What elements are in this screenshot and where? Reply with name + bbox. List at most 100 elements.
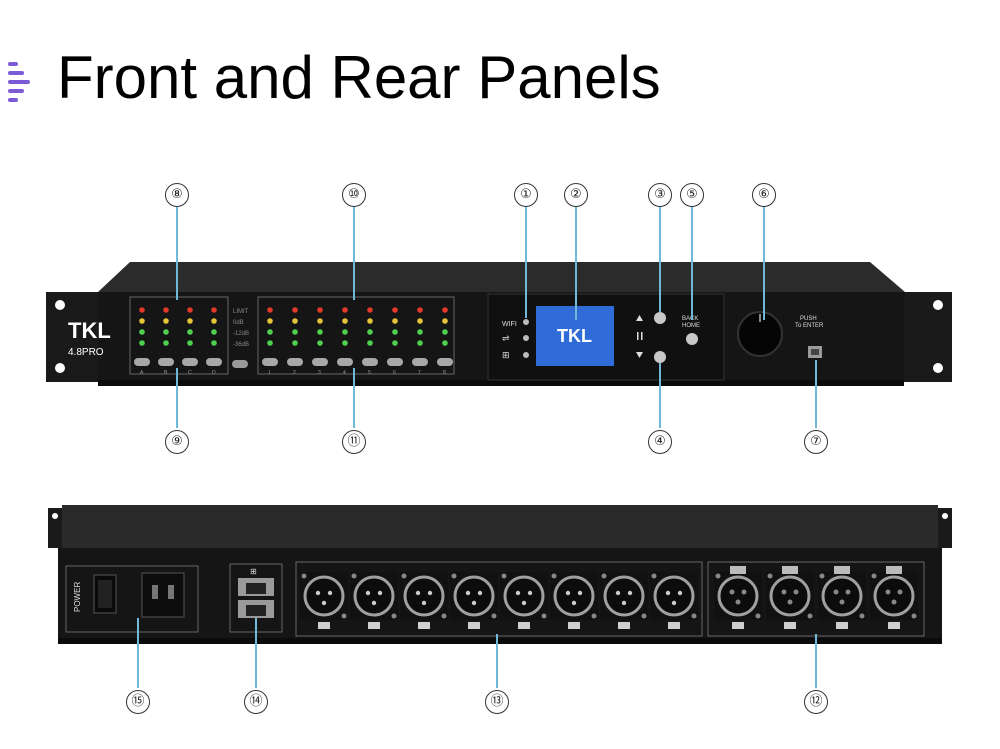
- input-xlr-connector-pin: [793, 589, 799, 595]
- output-xlr-connector-screw: [591, 613, 597, 619]
- rotary-knob[interactable]: [737, 311, 783, 357]
- wifi-led: [523, 319, 529, 325]
- output-xlr-connector-pin: [571, 600, 577, 606]
- output-mute-button[interactable]: [412, 358, 428, 366]
- output-xlr-connector-label-tag: [518, 622, 530, 629]
- output-xlr-connector-label-tag: [568, 622, 580, 629]
- input-xlr-connector[interactable]: [717, 575, 759, 617]
- output-xlr-connector[interactable]: [403, 575, 445, 617]
- input-mute-button[interactable]: [206, 358, 222, 366]
- output-xlr-connector-screw: [451, 573, 457, 579]
- enter-label: To ENTER: [795, 323, 824, 329]
- output-led: [417, 340, 423, 346]
- output-xlr-connector-pin: [321, 600, 327, 606]
- down-button[interactable]: [654, 351, 666, 363]
- power-inlet: [141, 572, 185, 618]
- input-led: [211, 340, 217, 346]
- home-label: HOME: [682, 323, 700, 329]
- output-xlr-connector-pin: [527, 590, 533, 596]
- up-button[interactable]: [654, 312, 666, 324]
- callout-11: ⑪: [342, 430, 366, 454]
- output-xlr-connector-pin: [515, 590, 521, 596]
- output-xlr-connector-pin: [671, 600, 677, 606]
- output-led: [392, 329, 398, 335]
- input-led: [139, 340, 145, 346]
- output-mute-button[interactable]: [362, 358, 378, 366]
- input-mute-button[interactable]: [182, 358, 198, 366]
- input-xlr-connector[interactable]: [769, 575, 811, 617]
- callout-5: ⑤: [680, 183, 704, 207]
- output-xlr-connector-pin: [615, 590, 621, 596]
- front-rack-ear-right: [900, 292, 952, 382]
- input-led: [211, 307, 217, 313]
- input-xlr-connector-pin: [735, 599, 741, 605]
- output-xlr-connector-pin: [621, 600, 627, 606]
- input-mute-button[interactable]: [158, 358, 174, 366]
- usb-icon: ⇌: [502, 334, 510, 344]
- input-led: [187, 318, 193, 324]
- input-xlr-connector-pin: [845, 589, 851, 595]
- output-xlr-connector[interactable]: [453, 575, 495, 617]
- input-xlr-connector-latch: [730, 566, 746, 574]
- output-xlr-connector-pin: [377, 590, 383, 596]
- input-xlr-connector-pin: [891, 599, 897, 605]
- rack-hole: [942, 513, 948, 519]
- output-xlr-connector[interactable]: [303, 575, 345, 617]
- input-channel-label: A: [140, 370, 144, 376]
- power-section: [65, 565, 199, 633]
- push-label: PUSH: [800, 316, 817, 322]
- input-mute-button[interactable]: [134, 358, 150, 366]
- output-led: [317, 307, 323, 313]
- output-mute-button[interactable]: [287, 358, 303, 366]
- output-xlr-connector-screw: [651, 573, 657, 579]
- output-led: [292, 318, 298, 324]
- input-xlr-connector-label-tag: [836, 622, 848, 629]
- output-xlr-connectors: [300, 572, 698, 629]
- input-xlr-connector[interactable]: [821, 575, 863, 617]
- output-xlr-connector-pin: [521, 600, 527, 606]
- rack-hole: [55, 300, 65, 310]
- output-led: [267, 318, 273, 324]
- input-xlr-connector-label-tag: [888, 622, 900, 629]
- callout-4: ④: [648, 430, 672, 454]
- rear-rack-ear-right: [938, 508, 952, 548]
- input-mute-button-extra[interactable]: [232, 360, 248, 368]
- output-xlr-connector[interactable]: [503, 575, 545, 617]
- usb-led: [523, 335, 529, 341]
- output-led: [342, 318, 348, 324]
- output-led: [317, 318, 323, 324]
- output-xlr-connector[interactable]: [653, 575, 695, 617]
- output-mute-button[interactable]: [437, 358, 453, 366]
- output-mute-button[interactable]: [312, 358, 328, 366]
- output-led: [342, 329, 348, 335]
- up-arrow-icon: [636, 315, 643, 321]
- callout-12: ⑫: [804, 690, 828, 714]
- output-mute-button[interactable]: [387, 358, 403, 366]
- input-led: [187, 329, 193, 335]
- front-rack-ear-left: [46, 292, 100, 382]
- callout-8: ⑧: [165, 183, 189, 207]
- network-led: [523, 352, 529, 358]
- output-xlr-connector-screw: [601, 573, 607, 579]
- callout-9: ⑨: [165, 430, 189, 454]
- output-led: [392, 318, 398, 324]
- back-home-button[interactable]: [686, 333, 698, 345]
- output-xlr-connector-screw: [491, 613, 497, 619]
- callout-2: ②: [564, 183, 588, 207]
- output-led: [267, 340, 273, 346]
- output-xlr-connector-screw: [391, 613, 397, 619]
- rack-hole: [933, 363, 943, 373]
- output-xlr-connector[interactable]: [603, 575, 645, 617]
- output-xlr-connector[interactable]: [553, 575, 595, 617]
- output-mute-button[interactable]: [262, 358, 278, 366]
- input-led: [163, 340, 169, 346]
- output-xlr-connector[interactable]: [353, 575, 395, 617]
- output-xlr-connector-pin: [365, 590, 371, 596]
- callout-14: ⑭: [244, 690, 268, 714]
- output-mute-button[interactable]: [337, 358, 353, 366]
- input-xlr-connector[interactable]: [873, 575, 915, 617]
- output-channel-label: 5: [368, 370, 371, 376]
- input-xlr-connector-pin: [839, 599, 845, 605]
